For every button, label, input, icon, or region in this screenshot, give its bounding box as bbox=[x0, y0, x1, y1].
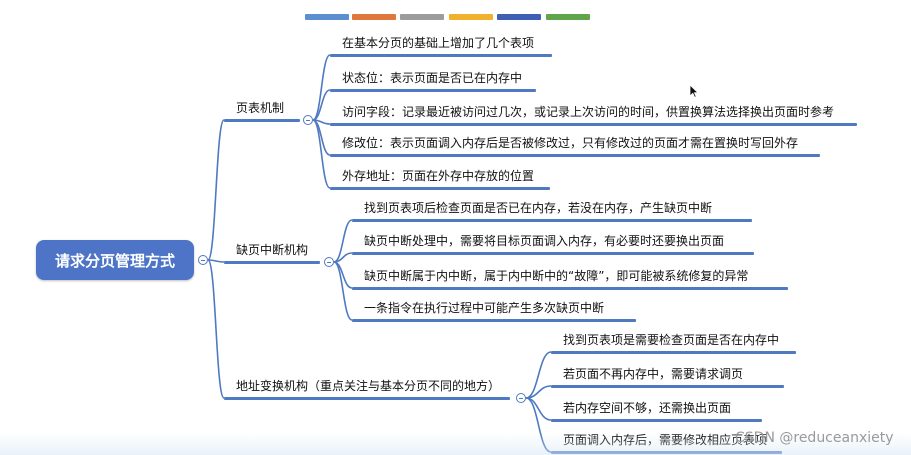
connector-line bbox=[207, 259, 225, 399]
connector-line bbox=[312, 89, 331, 121]
color-bar-swatch bbox=[497, 14, 541, 20]
node-underline bbox=[352, 219, 752, 222]
root-node[interactable]: 请求分页管理方式 bbox=[36, 240, 194, 280]
node-underline bbox=[352, 252, 754, 255]
leaf-node[interactable]: 状态位：表示页面是否已在内存中 bbox=[342, 71, 523, 85]
branch-collapse-button[interactable] bbox=[303, 115, 313, 125]
node-underline bbox=[551, 385, 784, 388]
connector-line bbox=[333, 261, 353, 321]
leaf-node[interactable]: 找到页表项是需要检查页面是否在内存中 bbox=[563, 333, 780, 347]
leaf-node[interactable]: 外存地址：页面在外存中存放的位置 bbox=[342, 169, 535, 183]
leaf-node[interactable]: 若页面不再内存中，需要请求调页 bbox=[563, 367, 744, 381]
leaf-node[interactable]: 缺页中断属于内中断，属于内中断中的“故障”，即可能被系统修复的异常 bbox=[364, 269, 749, 283]
connector-line bbox=[312, 119, 331, 189]
branch-node[interactable]: 地址变换机构（重点关注与基本分页不同的地方） bbox=[236, 379, 501, 393]
node-underline bbox=[224, 397, 510, 400]
watermark: CSDN @reduceanxiety bbox=[735, 430, 894, 446]
node-underline bbox=[224, 119, 300, 122]
branch-collapse-button[interactable] bbox=[516, 393, 526, 403]
leaf-node[interactable]: 访问字段：记录最近被访问过几次，或记录上次访问的时间，供置换算法选择换出页面时参… bbox=[342, 105, 835, 119]
leaf-node[interactable]: 一条指令在执行过程中可能产生多次缺页中断 bbox=[364, 301, 605, 315]
color-bar-swatch bbox=[449, 14, 493, 20]
node-underline bbox=[330, 187, 550, 190]
leaf-node[interactable]: 在基本分页的基础上增加了几个表项 bbox=[342, 36, 535, 50]
connector-line bbox=[525, 351, 552, 399]
connector-line bbox=[312, 54, 331, 121]
color-bar-swatch bbox=[400, 14, 444, 20]
node-underline bbox=[551, 351, 796, 354]
color-bar-swatch bbox=[546, 14, 590, 20]
node-underline bbox=[330, 54, 552, 57]
leaf-node[interactable]: 修改位：表示页面调入内存后是否被修改过，只有修改过的页面才需在置换时写回外存 bbox=[342, 136, 799, 150]
connector-line bbox=[207, 259, 225, 263]
connector-line bbox=[207, 119, 225, 261]
node-underline bbox=[224, 261, 320, 264]
connector-line bbox=[333, 219, 353, 263]
branch-collapse-button[interactable] bbox=[324, 257, 334, 267]
color-bar-swatch bbox=[305, 14, 349, 20]
root-collapse-button[interactable] bbox=[198, 255, 208, 265]
node-underline bbox=[330, 123, 857, 126]
node-underline bbox=[330, 154, 820, 157]
branch-node[interactable]: 缺页中断机构 bbox=[236, 243, 309, 257]
branch-node[interactable]: 页表机制 bbox=[236, 101, 285, 115]
connector-line bbox=[525, 397, 552, 421]
node-underline bbox=[352, 319, 636, 322]
node-underline bbox=[551, 419, 762, 422]
leaf-node[interactable]: 缺页中断处理中，需要将目标页面调入内存，有必要时还要换出页面 bbox=[364, 234, 725, 248]
decorative-wave bbox=[0, 433, 911, 455]
node-underline bbox=[352, 287, 788, 290]
node-underline bbox=[330, 89, 536, 92]
leaf-node[interactable]: 若内存空间不够，还需换出页面 bbox=[563, 401, 732, 415]
color-bar-swatch bbox=[352, 14, 396, 20]
mouse-cursor-icon bbox=[689, 84, 699, 98]
leaf-node[interactable]: 找到页表项后检查页面是否已在内存，若没在内存，产生缺页中断 bbox=[364, 201, 713, 215]
